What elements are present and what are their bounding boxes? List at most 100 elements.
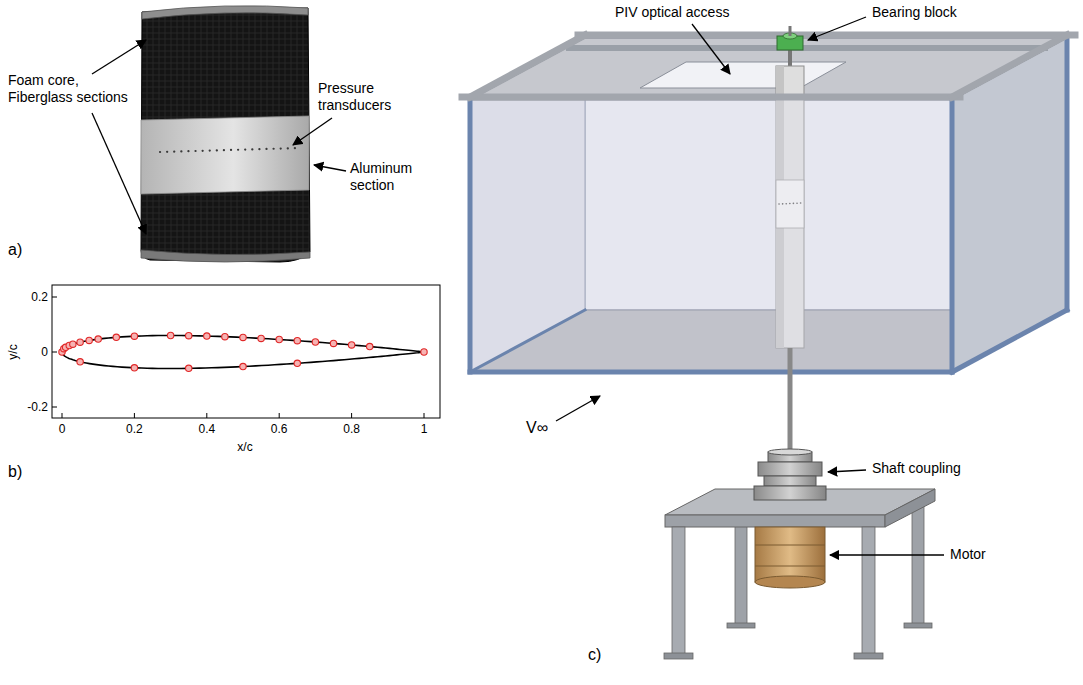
shaft <box>789 26 792 36</box>
leader-arrow <box>314 165 346 171</box>
coupling-part <box>754 486 826 500</box>
tick-label: -0.2 <box>27 400 48 414</box>
tap-markers <box>59 332 427 371</box>
wind-tunnel <box>462 26 1075 455</box>
tap-marker <box>294 360 300 366</box>
motor-ring <box>755 545 825 546</box>
wing-model <box>141 6 310 262</box>
tick-label: 0.8 <box>343 422 360 436</box>
aluminum-band <box>141 116 309 194</box>
axis-title: y/c <box>6 344 20 359</box>
axis-ticks <box>52 297 424 418</box>
rail <box>470 35 585 97</box>
fiberglass-wing <box>141 8 310 262</box>
tick-label: 0 <box>41 345 48 359</box>
tunnel-front-wall <box>470 100 952 372</box>
piv-window <box>640 62 846 88</box>
part-label: Motor <box>950 546 986 563</box>
frame-bar <box>1065 38 1070 310</box>
tap-marker <box>95 336 101 342</box>
tap-marker <box>240 334 246 340</box>
part-label: Shaft coupling <box>872 460 961 477</box>
leader-arrows <box>92 40 346 234</box>
airfoil-plot <box>52 285 440 418</box>
shaft <box>788 348 793 455</box>
tap-marker <box>86 337 92 343</box>
tap-marker <box>222 333 228 339</box>
axis-tick <box>62 413 63 418</box>
coupling-part <box>764 476 816 486</box>
tunnel-frame <box>470 38 1067 372</box>
tap-marker <box>276 336 282 342</box>
leader-arrow <box>808 17 866 40</box>
panel-letter: b) <box>8 462 22 481</box>
leader-arrow <box>92 40 146 74</box>
cross-beam <box>566 45 1048 51</box>
leader-arrow <box>830 554 944 555</box>
axis-tick <box>351 413 352 418</box>
tap-marker <box>77 359 83 365</box>
leader-arrow <box>92 113 146 234</box>
rail <box>952 35 1067 97</box>
stand-top-edge <box>665 515 885 527</box>
tap-marker <box>204 333 210 339</box>
stand-foot <box>904 623 932 628</box>
tap-marker <box>77 339 83 345</box>
tick-label: 0.6 <box>271 422 288 436</box>
tap-marker <box>258 335 264 341</box>
coupling-part <box>768 449 812 455</box>
tick-label: 0 <box>59 422 66 436</box>
part-label: Foam core, Fiberglass sections <box>8 72 136 106</box>
axis-tick <box>52 407 57 408</box>
tick-label: 0.4 <box>198 422 215 436</box>
tick-label: 1 <box>421 422 428 436</box>
stand-leg <box>672 527 685 655</box>
bearing-block <box>777 26 803 50</box>
tap-marker <box>70 341 76 347</box>
tap-marker <box>367 343 373 349</box>
tap-marker <box>330 340 336 346</box>
stand-leg <box>862 527 875 655</box>
axis-tick <box>424 413 425 418</box>
rail <box>462 94 960 101</box>
tick-label: 0.2 <box>126 422 143 436</box>
tap-marker <box>167 332 173 338</box>
motor-stand <box>664 489 935 659</box>
frame-bar <box>950 100 955 372</box>
top-rails <box>462 35 1075 97</box>
frame-bar <box>470 370 952 375</box>
motor-base <box>755 576 825 588</box>
tap-marker <box>131 365 137 371</box>
wing-end-cap <box>141 250 310 262</box>
axis-tick <box>52 297 57 298</box>
stand-leg <box>912 497 924 625</box>
tap-marker <box>113 334 119 340</box>
tap-marker <box>240 363 246 369</box>
axis-tick <box>279 413 280 418</box>
motor <box>755 527 825 582</box>
frame-bar <box>470 310 585 372</box>
tap-marker <box>312 339 318 345</box>
axis-tick <box>206 413 207 418</box>
tap-marker <box>186 365 192 371</box>
tap-marker <box>186 332 192 338</box>
flow-label: V∞ <box>526 418 548 437</box>
frame-bar <box>468 100 473 372</box>
leader-arrow <box>828 470 866 472</box>
stand-top-edge <box>885 489 935 527</box>
axis-tick <box>134 413 135 418</box>
tick-label: 0.2 <box>31 290 48 304</box>
wing-end-cap <box>142 6 308 19</box>
panel-letter: c) <box>588 645 601 664</box>
pressure-taps <box>160 148 300 152</box>
axis-tick <box>52 352 57 353</box>
part-label: Pressure transducers <box>318 80 410 114</box>
tap-marker <box>131 333 137 339</box>
frame-bar <box>952 310 1067 372</box>
axis-title: x/c <box>237 440 252 454</box>
shaft-coupling <box>754 449 826 500</box>
plot-frame <box>52 285 440 418</box>
stand-foot <box>664 653 693 659</box>
tap-marker <box>421 349 427 355</box>
